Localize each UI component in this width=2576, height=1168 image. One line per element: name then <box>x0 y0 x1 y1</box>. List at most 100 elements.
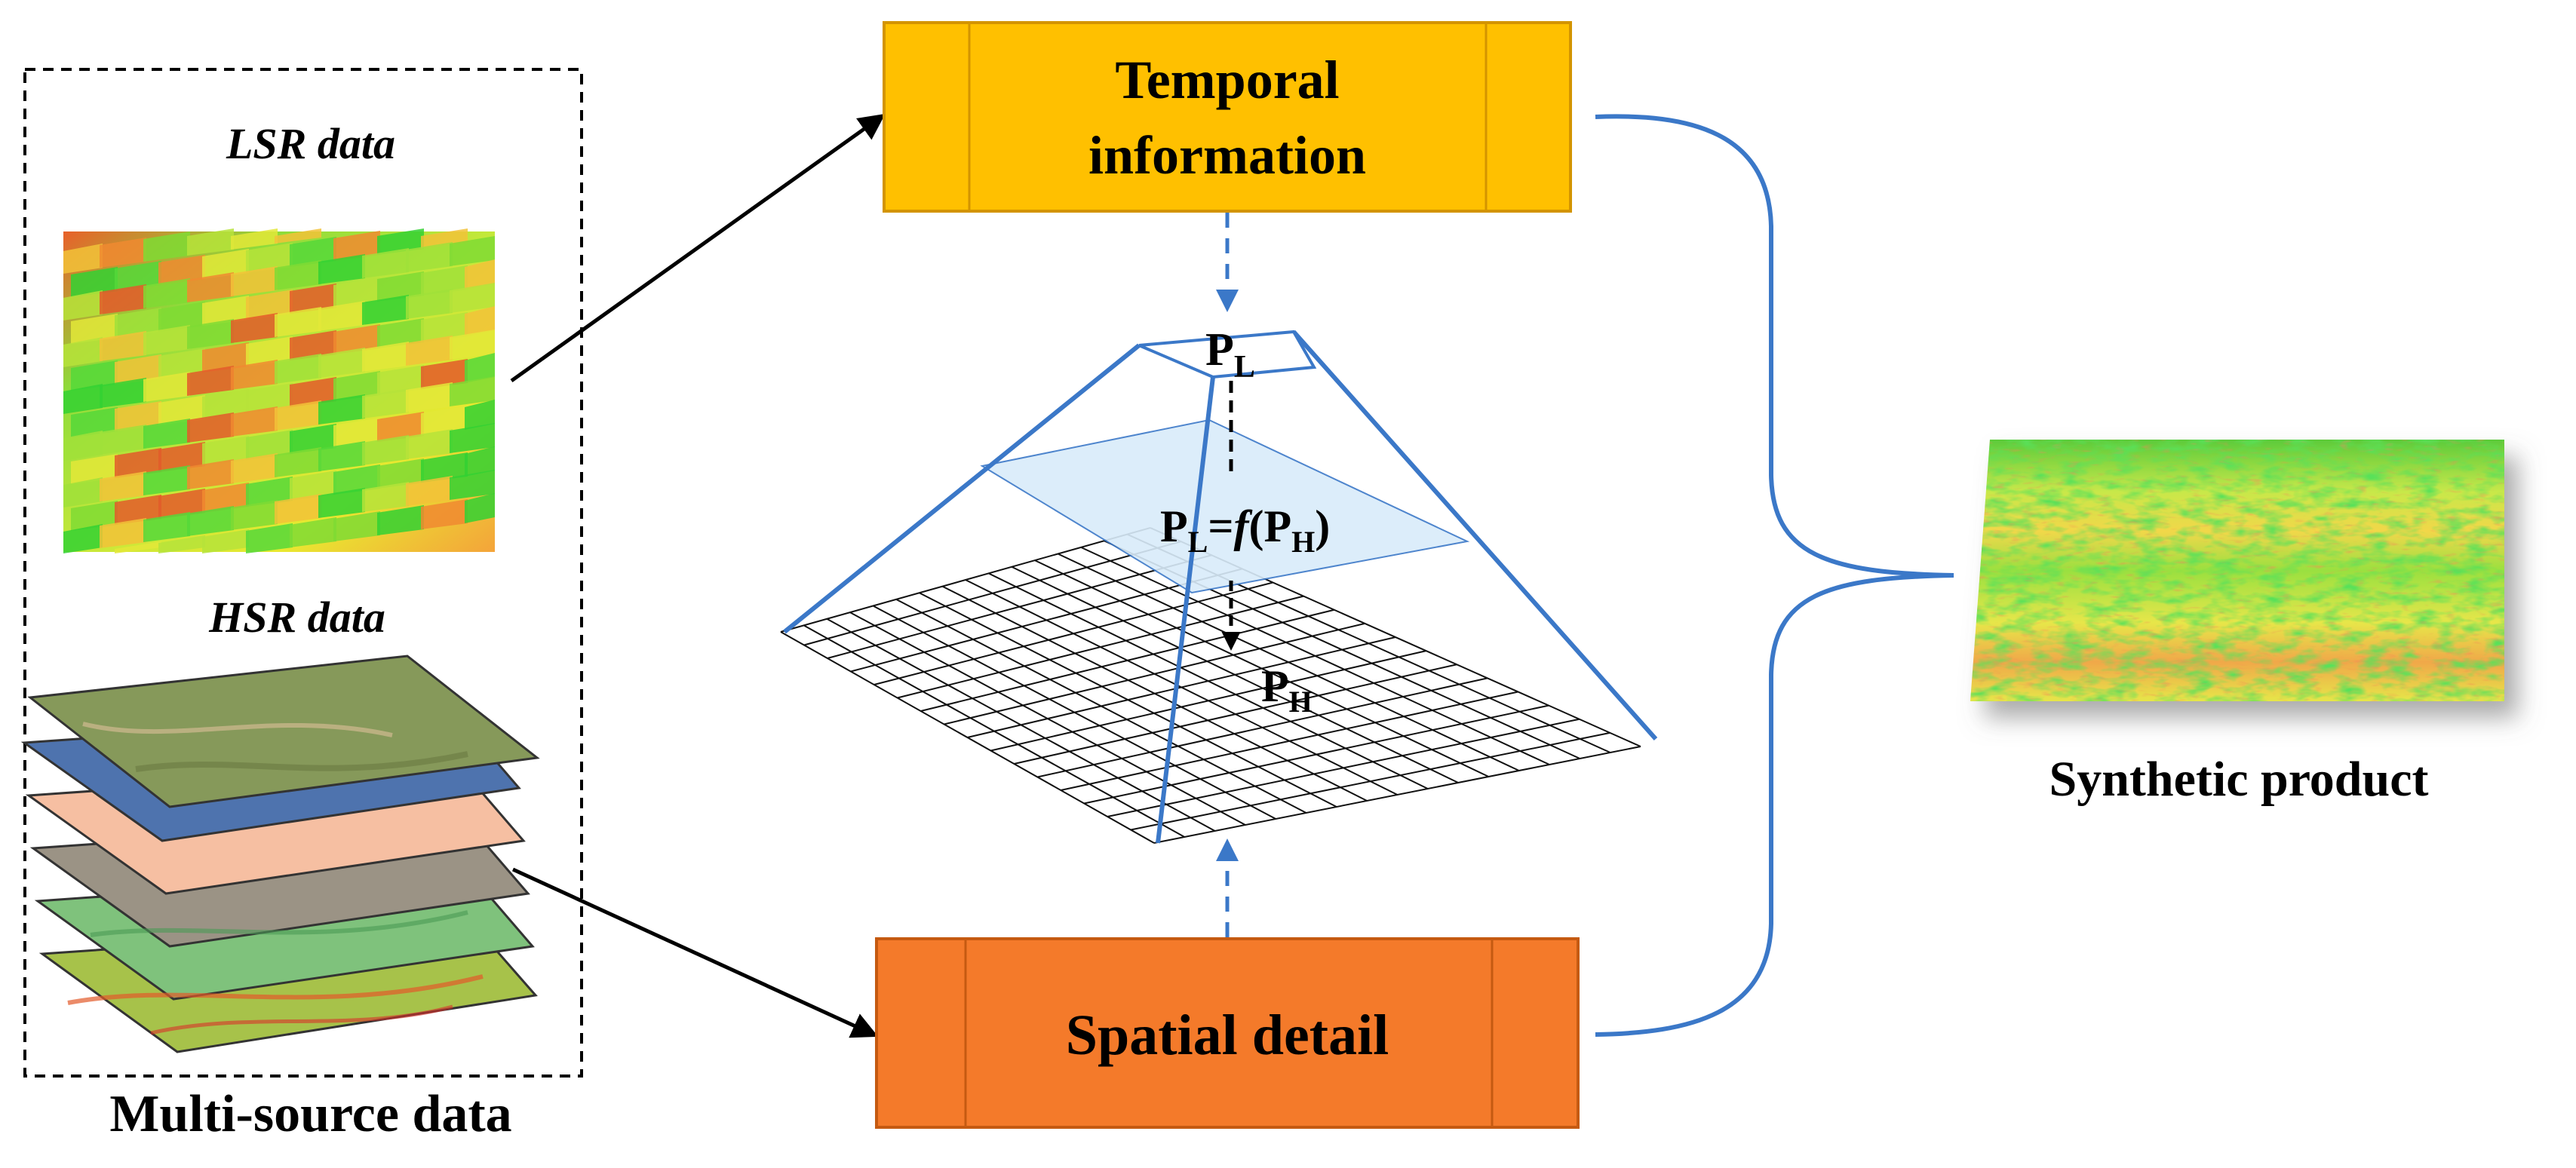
lsr-pixel-block <box>100 284 146 314</box>
lsr-pixel-block <box>231 228 278 250</box>
hsr-layer-stack <box>20 655 540 1053</box>
ph-bottom-label: PH <box>1261 661 1313 719</box>
mid-plane <box>980 418 1470 594</box>
grid-line <box>1153 746 1641 844</box>
lsr-pixel-block <box>158 535 205 553</box>
grid-line <box>1130 731 1610 831</box>
lsr-pixel-block <box>406 289 453 319</box>
grid-line <box>990 650 1426 752</box>
grid-line <box>1034 559 1489 777</box>
lsr-pixel-block <box>465 493 495 523</box>
lsr-pixel-block <box>290 330 336 360</box>
lsr-pixel-block <box>275 354 321 384</box>
lsr-pixel-block <box>143 465 190 495</box>
lsr-pixel-block <box>158 255 205 285</box>
temporal-box-fill <box>883 21 1572 213</box>
lsr-pixel-block <box>231 406 278 437</box>
lsr-pixel-block <box>63 524 103 553</box>
lsr-pixel-block <box>333 464 380 495</box>
lsr-pixel-block <box>290 237 336 267</box>
lsr-pixel-block <box>275 400 321 431</box>
lsr-pixel-block <box>115 401 161 431</box>
lsr-pixel-block <box>143 512 190 542</box>
lsr-pixel-block <box>143 325 190 355</box>
lsr-pixel-block <box>158 348 205 379</box>
pl-top-label: PL <box>1205 324 1255 385</box>
lsr-pixel-block <box>63 337 103 367</box>
lsr-pixel-block <box>63 431 103 461</box>
lsr-pixel-block <box>187 459 234 489</box>
lsr-pixel-block <box>275 494 321 524</box>
lsr-pixel-block <box>115 261 161 291</box>
lsr-pixel-block <box>290 284 336 314</box>
spatial-box-fill <box>875 937 1580 1129</box>
lsr-pixel-block <box>362 388 409 418</box>
lsr-pixel-block <box>333 418 380 448</box>
grid-line <box>1061 691 1518 791</box>
lsr-pixel-block <box>406 336 453 366</box>
lsr-pixel-block <box>450 283 495 313</box>
lsr-pixel-block <box>318 394 365 425</box>
lsr-pixel-block <box>377 318 424 348</box>
synthetic-product-label: Synthetic product <box>2049 752 2429 807</box>
lsr-pixel-block <box>333 324 380 354</box>
grid-line <box>1037 677 1488 778</box>
lsr-pixel-block <box>246 336 293 366</box>
lsr-pixel-block <box>100 425 146 455</box>
lsr-pixel-block <box>318 488 365 518</box>
lsr-pixel-block <box>202 389 249 419</box>
lsr-pixel-block <box>231 500 278 530</box>
lsr-pixel-block <box>158 395 205 425</box>
grid-line <box>988 572 1429 789</box>
lsr-pixel-block <box>333 277 380 308</box>
lsr-pixel-block <box>465 306 495 336</box>
lsr-pixel-block <box>246 523 293 553</box>
lsr-pixel-block <box>465 353 495 383</box>
lsr-pixel-block <box>290 377 336 407</box>
lsr-pixel-block <box>143 278 190 308</box>
lsr-pixel-block <box>246 290 293 320</box>
lsr-pixel-block <box>202 342 249 372</box>
lsr-pixel-block <box>318 348 365 378</box>
lsr-pixel-block <box>406 382 453 412</box>
lsr-pixel-block <box>450 236 495 266</box>
lsr-pixel-block <box>115 308 161 338</box>
lsr-pixel-block <box>187 412 234 443</box>
lsr-pixel-block <box>231 453 278 483</box>
lsr-pixel-block <box>246 383 293 413</box>
lsr-pixel-block <box>275 447 321 477</box>
lsr-pixel-block <box>465 400 495 430</box>
lsr-pixel-block <box>246 477 293 507</box>
lsr-pixel-block <box>100 238 146 268</box>
lsr-pixel-block <box>362 482 409 512</box>
lsr-pixel-block <box>231 313 278 343</box>
lsr-pixel-block <box>318 441 365 471</box>
lsr-image <box>63 228 495 553</box>
lsr-pixel-block <box>377 271 424 302</box>
lsr-pixel-block <box>333 231 380 261</box>
lsr-pixel-block <box>377 365 424 395</box>
lsr-pixel-block <box>333 371 380 401</box>
lsr-pixel-block <box>362 435 409 465</box>
lsr-pixel-block <box>421 499 468 529</box>
lsr-pixel-block <box>290 424 336 454</box>
lsr-pixel-block <box>63 384 103 414</box>
lsr-pixel-block <box>63 477 103 507</box>
temporal-line-1: Temporal <box>1115 50 1339 110</box>
lsr-pixel-block <box>202 529 249 553</box>
lsr-pixel-block <box>421 359 468 389</box>
hsr-label: HSR data <box>208 593 385 642</box>
grid-line <box>1080 546 1550 765</box>
grid-line <box>1107 718 1580 817</box>
lsr-pixel-block <box>450 470 495 500</box>
lsr-pixel-block <box>202 436 249 466</box>
lsr-pixel-block <box>377 458 424 489</box>
spatial-label: Spatial detail <box>1066 1004 1389 1067</box>
pyramid: PL PL=f(PH) PH <box>780 324 1658 844</box>
lsr-pixel-block <box>275 307 321 337</box>
lsr-pixel-block <box>158 489 205 519</box>
lsr-pixel-block <box>290 471 336 501</box>
lsr-pixel-block <box>143 372 190 402</box>
lsr-pixel-block <box>450 423 495 453</box>
